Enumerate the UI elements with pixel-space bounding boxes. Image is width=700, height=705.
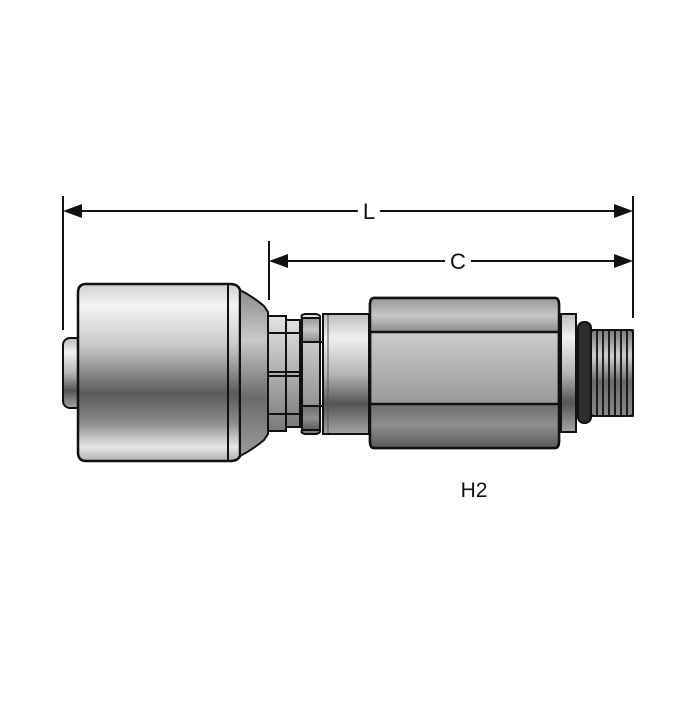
tube-neck bbox=[322, 313, 370, 435]
hex-body bbox=[368, 296, 561, 450]
jam-nut bbox=[300, 313, 322, 435]
dimension-label-c: C bbox=[445, 251, 471, 273]
dimension-label-l: L bbox=[357, 201, 381, 223]
swivel-collar bbox=[267, 315, 301, 432]
extension-lines bbox=[62, 196, 634, 330]
ferrule-shell bbox=[76, 282, 269, 463]
part-label: H2 bbox=[460, 479, 488, 502]
threaded-end bbox=[590, 329, 634, 417]
washer bbox=[560, 313, 577, 433]
dimension-l bbox=[63, 204, 633, 218]
o-ring bbox=[577, 321, 592, 424]
